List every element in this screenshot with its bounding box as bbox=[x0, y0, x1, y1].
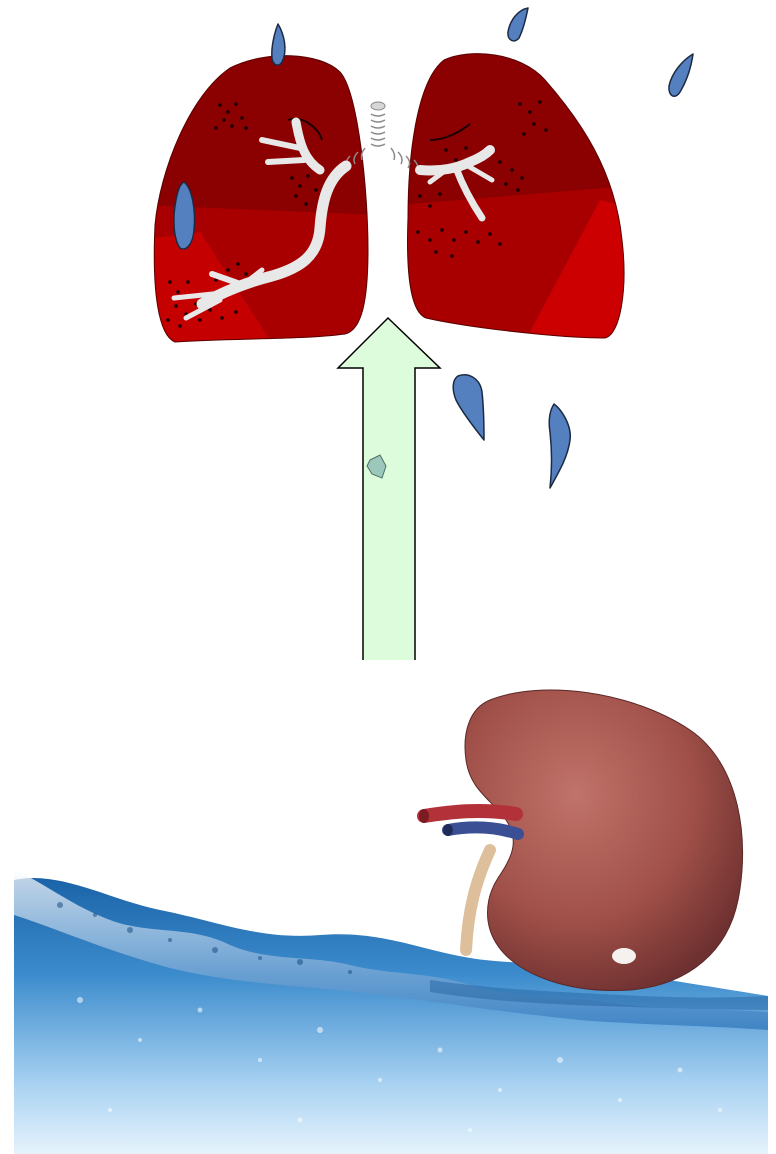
droplet-icon bbox=[549, 404, 570, 488]
lungs-icon bbox=[140, 40, 640, 360]
renal-vein-icon bbox=[448, 827, 518, 834]
droplet-icon bbox=[669, 54, 693, 96]
droplet-icon bbox=[272, 24, 285, 65]
droplet-icon bbox=[508, 8, 528, 41]
renal-artery-icon bbox=[424, 811, 516, 816]
droplet-icon bbox=[453, 375, 484, 440]
right-lung bbox=[400, 40, 640, 360]
